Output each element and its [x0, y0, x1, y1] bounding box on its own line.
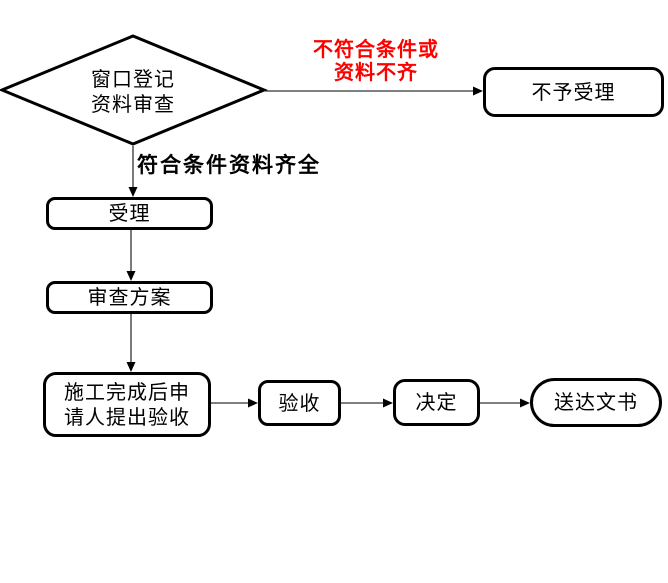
node-decision: 决定: [393, 379, 480, 426]
arrowhead-decision-to-delivery: [520, 398, 530, 408]
node-window-review-diamond: 窗口登记 资料审查: [33, 67, 233, 117]
diamond-shape: [0, 34, 268, 146]
diamond-label-line2: 资料审查: [91, 92, 175, 116]
node-not-accepted: 不予受理: [483, 67, 664, 117]
construction-label-line1: 施工完成后申: [64, 379, 190, 404]
node-inspection: 验收: [258, 380, 341, 426]
construction-label-line2: 请人提出验收: [64, 404, 190, 429]
arrowhead-accept-to-review: [126, 271, 136, 281]
node-review-plan: 审查方案: [46, 281, 213, 314]
arrowhead-inspection-to-decision: [383, 398, 393, 408]
diamond-label-line1: 窗口登记: [91, 67, 175, 91]
node-accept: 受理: [46, 197, 213, 230]
arrowhead-review-to-construction: [126, 362, 136, 372]
edge-label-pass-condition: 符合条件资料齐全: [137, 153, 321, 177]
arrowhead-diamond-to-accept: [128, 187, 138, 197]
arrowhead-diamond-to-reject: [473, 86, 483, 96]
arrowhead-construction-to-inspection: [248, 398, 258, 408]
fail-label-line2: 资料不齐: [334, 60, 418, 84]
node-deliver-documents: 送达文书: [530, 378, 662, 427]
node-construction-inspection-request: 施工完成后申 请人提出验收: [43, 372, 211, 437]
edge-label-fail-condition: 不符合条件或 资料不齐: [296, 38, 456, 84]
fail-label-line1: 不符合条件或: [313, 37, 439, 61]
